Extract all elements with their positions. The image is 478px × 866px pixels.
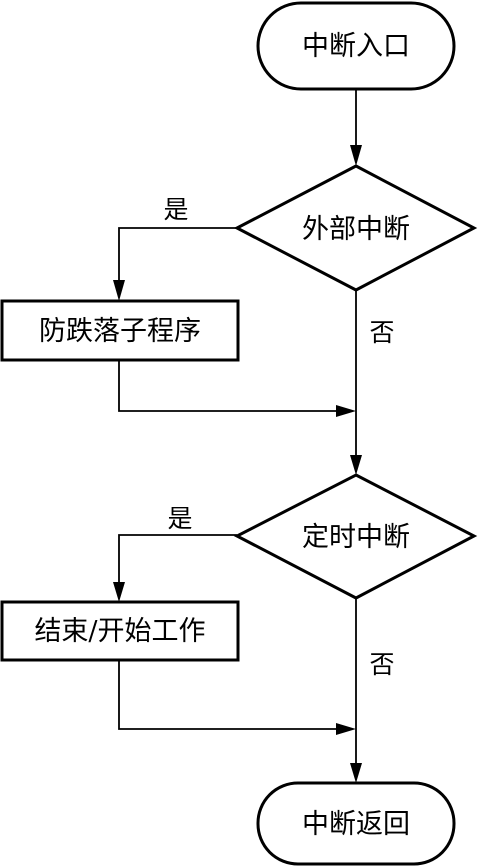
node-timer-interrupt: 定时中断 bbox=[233, 473, 478, 600]
arrowhead bbox=[336, 723, 356, 735]
node-timer-interrupt-label: 定时中断 bbox=[302, 522, 410, 553]
edge-external-yes bbox=[118, 227, 236, 292]
arrowhead bbox=[113, 280, 125, 301]
edge-label-no-1: 否 bbox=[369, 318, 394, 347]
node-start-stop-label: 结束/开始工作 bbox=[34, 616, 205, 647]
node-end: 中断返回 bbox=[256, 781, 456, 866]
node-start-label: 中断入口 bbox=[302, 31, 410, 62]
edge-startstop-return bbox=[118, 660, 346, 730]
node-external-interrupt: 外部中断 bbox=[233, 164, 478, 292]
node-anti-fall: 防跌落子程序 bbox=[0, 299, 240, 362]
decision-shape bbox=[233, 473, 478, 600]
edge-label-yes-1: 是 bbox=[163, 195, 188, 224]
terminal-shape bbox=[256, 1, 456, 91]
arrowhead bbox=[350, 455, 362, 475]
node-anti-fall-label: 防跌落子程序 bbox=[39, 316, 201, 347]
edge-antifall-return bbox=[118, 360, 346, 412]
process-shape bbox=[0, 600, 240, 662]
connectors bbox=[113, 89, 362, 783]
node-start: 中断入口 bbox=[256, 1, 456, 91]
decision-shape bbox=[233, 164, 478, 292]
process-shape bbox=[0, 299, 240, 362]
edge-label-yes-2: 是 bbox=[167, 504, 192, 533]
edge-label-no-2: 否 bbox=[369, 650, 394, 679]
arrowhead bbox=[350, 763, 362, 783]
node-start-stop: 结束/开始工作 bbox=[0, 600, 240, 662]
terminal-shape bbox=[256, 781, 456, 866]
edge-timer-yes bbox=[118, 534, 237, 593]
node-external-interrupt-label: 外部中断 bbox=[302, 214, 410, 245]
arrowhead bbox=[113, 582, 125, 602]
arrowhead bbox=[350, 145, 362, 166]
arrowhead bbox=[336, 405, 356, 417]
node-end-label: 中断返回 bbox=[302, 809, 410, 840]
